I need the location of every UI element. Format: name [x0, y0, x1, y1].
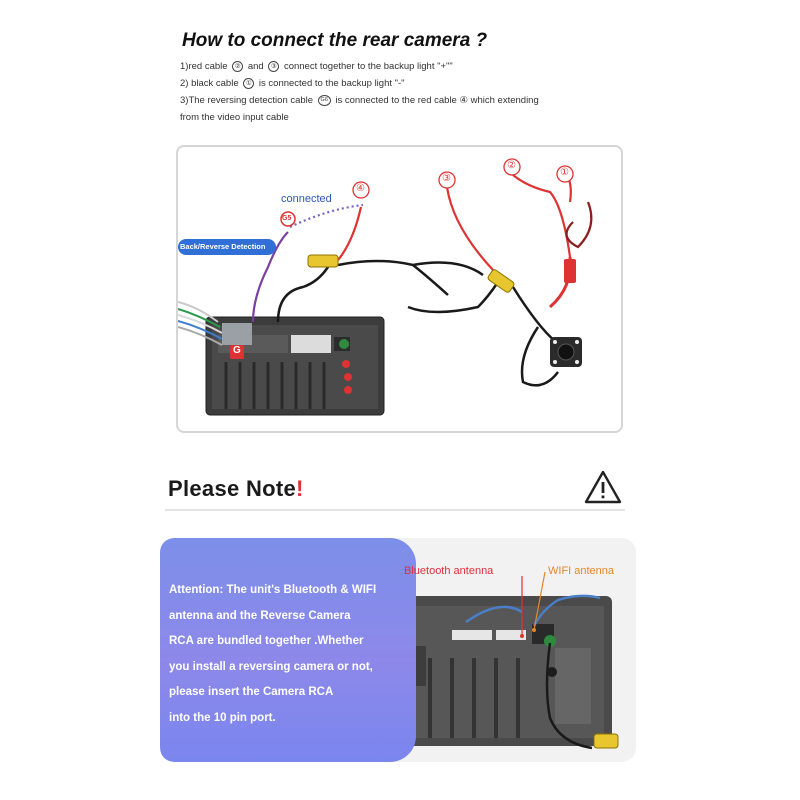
marker-3-text: ③ [442, 173, 451, 184]
step-2: 2) black cable ① is connected to the bac… [180, 75, 620, 92]
marker-4-icon [352, 181, 370, 199]
step-1: 1)red cable ② and ③ connect together to … [180, 58, 620, 75]
camera-image [550, 337, 582, 367]
page-title: How to connect the rear camera ? [182, 30, 488, 51]
wires [251, 171, 593, 387]
marker-g6: G6 [317, 94, 331, 106]
note-divider [165, 509, 625, 511]
back-reverse-label: Back/Reverse Detection [180, 242, 266, 251]
bluetooth-antenna-label: Bluetooth antenna [404, 565, 494, 577]
marker-1-text: ① [560, 167, 569, 178]
marker-1: ① [243, 77, 255, 89]
badge-g5-icon [280, 211, 296, 227]
marker-2: ② [232, 60, 244, 72]
instruction-steps: 1)red cable ② and ③ connect together to … [180, 58, 620, 126]
marker-3: ③ [268, 60, 280, 72]
back-reverse-badge [178, 239, 276, 255]
marker-2-text: ② [507, 160, 516, 171]
warning-triangle-icon [584, 470, 622, 504]
step-2-rest: is connected to the backup light "-" [258, 78, 405, 89]
marker-4-text: ④ [356, 183, 365, 194]
attention-line: into the 10 pin port. [169, 711, 276, 724]
badge-g-text: G [233, 345, 241, 356]
marker-3-icon [438, 171, 456, 189]
step-3-continued: from the video input cable [180, 112, 289, 123]
step-1-rest: connect together to the backup light "+"… [283, 61, 453, 72]
note-heading-text: Please Note [168, 476, 297, 501]
note-heading: Please Note! [168, 476, 304, 502]
step-2-text: 2) black cable [180, 78, 239, 89]
badge-g5-text: G5 [282, 215, 292, 222]
step-3-rest: is connected to the red cable ④ which ex… [335, 95, 539, 106]
badge-g-icon [230, 345, 244, 359]
step-1-and: and [247, 61, 264, 72]
step-1-text: 1)red cable [180, 61, 228, 72]
note-heading-mark: ! [296, 476, 304, 501]
attention-line: antenna and the Reverse Camera [169, 609, 351, 622]
marker-1-icon [556, 165, 574, 183]
wiring-diagram: connected G5 Back/Reverse Detection G ④ … [176, 145, 623, 433]
rca-connectors [307, 254, 576, 293]
step-3-text: 3)The reversing detection cable [180, 95, 314, 106]
marker-2-icon [503, 158, 521, 176]
attention-text: Attention: The unit's Bluetooth & WIFI a… [169, 578, 409, 731]
wiring-diagram-svg [178, 158, 593, 416]
attention-line: Attention: The unit's Bluetooth & WIFI [169, 584, 377, 596]
step-3: 3)The reversing detection cable G6 is co… [180, 92, 620, 109]
wifi-antenna-label: WIFI antenna [548, 565, 615, 577]
head-unit-image [178, 301, 385, 416]
note-attention-panel: Attention: The unit's Bluetooth & WIFI a… [160, 538, 416, 762]
antenna-photo [392, 571, 619, 750]
attention-line: please insert the Camera RCA [169, 686, 334, 698]
note-card: Attention: The unit's Bluetooth & WIFI a… [160, 538, 636, 762]
connected-label: connected [281, 193, 332, 205]
attention-line: you install a reversing camera or not, [169, 660, 373, 673]
attention-line: RCA are bundled together .Whether [169, 635, 364, 647]
